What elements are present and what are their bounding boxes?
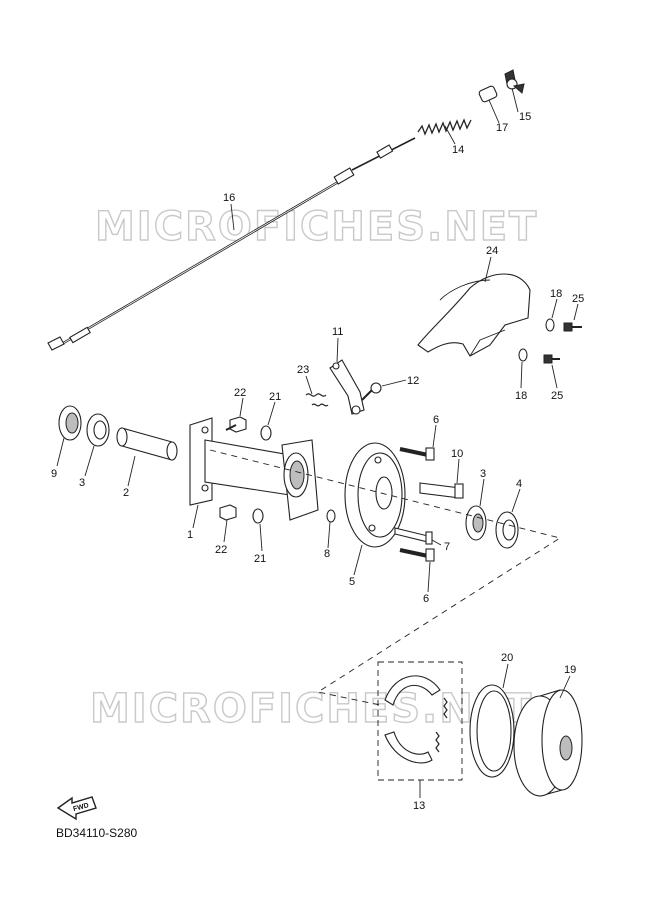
callout-5: 5 [349, 576, 355, 588]
fwd-label: FWD [72, 802, 89, 813]
callout-25-upper: 25 [572, 293, 584, 305]
diagram-code: BD34110-S280 [56, 826, 138, 840]
washer-upper[interactable] [545, 318, 555, 332]
washer-21-top[interactable] [260, 425, 272, 441]
callout-6-bottom: 6 [423, 593, 429, 605]
o-ring[interactable] [469, 684, 515, 778]
brake-cam-lever[interactable] [329, 359, 365, 415]
callout-4: 4 [516, 478, 522, 490]
bolt-upper[interactable] [563, 322, 582, 332]
brake-camshaft[interactable] [419, 482, 464, 499]
fwd-arrow-icon: FWD [56, 796, 97, 821]
return-spring[interactable] [305, 393, 329, 407]
bolt-22-bottom[interactable] [219, 504, 237, 521]
callout-19: 19 [564, 664, 576, 676]
anchor-pin[interactable] [394, 527, 433, 545]
brake-cover[interactable] [417, 273, 531, 357]
callout-14: 14 [452, 144, 464, 156]
watermark-bottom: MICROFICHES.NET [90, 686, 533, 732]
callout-10: 10 [451, 448, 463, 460]
hub-housing[interactable] [189, 417, 319, 521]
callout-20: 20 [501, 652, 513, 664]
bolt-lower[interactable] [543, 354, 560, 364]
collar[interactable] [116, 427, 178, 461]
callout-18-upper: 18 [550, 288, 562, 300]
callout-7: 7 [444, 541, 450, 553]
bearing-left[interactable] [86, 413, 110, 447]
lever-bolt[interactable] [361, 382, 382, 401]
callout-3-left: 3 [79, 477, 85, 489]
bolt-22-top[interactable] [225, 416, 247, 433]
callout-15: 15 [519, 111, 531, 123]
oil-seal-left[interactable] [58, 405, 82, 441]
callout-3-right: 3 [480, 468, 486, 480]
callout-9: 9 [51, 468, 57, 480]
bolt-6-bottom[interactable] [399, 548, 435, 562]
watermark-top: MICROFICHES.NET [95, 204, 538, 250]
washer-21-bottom[interactable] [252, 508, 264, 524]
callout-18-lower: 18 [515, 390, 527, 402]
callout-24: 24 [486, 245, 498, 257]
callout-12: 12 [407, 375, 419, 387]
callout-11: 11 [332, 326, 343, 338]
washer-8[interactable] [326, 509, 336, 523]
wing-nut[interactable] [504, 69, 525, 94]
callout-6-top: 6 [433, 414, 439, 426]
callout-23: 23 [297, 364, 309, 376]
callout-21-top: 21 [269, 391, 281, 403]
callout-1: 1 [187, 529, 193, 541]
callout-17: 17 [496, 122, 508, 134]
brake-shoe-plate[interactable] [344, 442, 406, 548]
callout-2: 2 [123, 487, 129, 499]
callout-22-bottom: 22 [215, 544, 227, 556]
callout-21-bottom: 21 [254, 553, 266, 565]
callout-22-top: 22 [234, 387, 246, 399]
bearing-right[interactable] [465, 505, 487, 541]
washer-lower[interactable] [518, 348, 528, 362]
oil-seal-right[interactable] [495, 511, 519, 549]
callout-16: 16 [223, 192, 235, 204]
callout-8: 8 [324, 548, 330, 560]
brake-cable[interactable] [47, 137, 416, 351]
cable-spring[interactable] [417, 118, 472, 136]
cable-joint[interactable] [478, 85, 498, 103]
brake-drum[interactable] [513, 689, 583, 797]
callout-25-lower: 25 [551, 390, 563, 402]
bolt-6-top[interactable] [399, 447, 435, 461]
callout-13: 13 [413, 800, 425, 812]
